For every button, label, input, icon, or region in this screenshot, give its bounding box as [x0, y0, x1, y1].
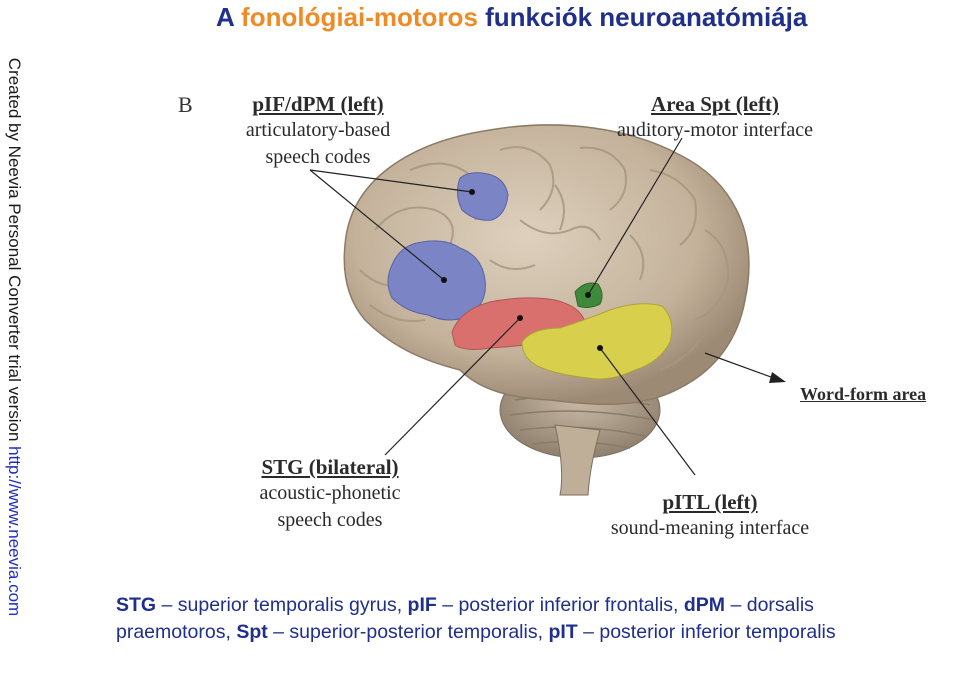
label-stg: STG (bilateral) acoustic-phonetic speech…	[230, 455, 430, 534]
label-stg-head: STG (bilateral)	[261, 455, 399, 479]
brain-illustration	[309, 124, 786, 496]
leader-lines	[309, 137, 783, 476]
label-spt-head: Area Spt (left)	[651, 92, 779, 116]
title-highlight: fonológiai-motoros	[241, 2, 478, 32]
region-pif-upper	[456, 172, 509, 221]
label-pitl-head: pITL (left)	[662, 490, 758, 514]
brainstem	[554, 424, 601, 496]
wordform-arrowhead	[769, 372, 786, 383]
caption-line-2: praemotoros, Spt – superior-posterior te…	[116, 621, 836, 643]
region-pitl	[521, 303, 673, 380]
caption-line-1: STG – superior temporalis gyrus, pIF – p…	[116, 594, 814, 616]
panel-letter: B	[178, 92, 193, 117]
region-pif-lower	[387, 240, 486, 321]
slide-title: A fonológiai-motoros funkciók neuroanató…	[216, 2, 808, 32]
brain-figure: B	[160, 70, 960, 560]
label-wordform: Word-form area	[800, 384, 927, 404]
label-spt: Area Spt (left) auditory-motor interface	[600, 92, 830, 144]
label-pif-head: pIF/dPM (left)	[252, 92, 384, 116]
watermark-link[interactable]: http://www.neevia.com	[5, 446, 24, 617]
label-pif: pIF/dPM (left) articulatory-based speech…	[218, 92, 418, 171]
label-pitl: pITL (left) sound-meaning interface	[595, 490, 825, 542]
region-dots	[441, 189, 603, 351]
watermark: Created by Neevia Personal Converter tri…	[0, 0, 28, 675]
caption: STG – superior temporalis gyrus, pIF – p…	[116, 592, 836, 646]
watermark-text: Created by Neevia Personal Converter tri…	[5, 57, 24, 617]
